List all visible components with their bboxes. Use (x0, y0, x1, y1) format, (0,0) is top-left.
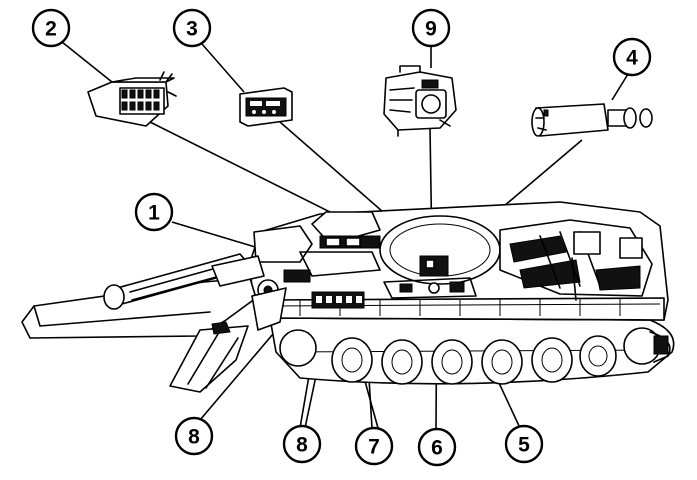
callout-6: 6 (417, 427, 457, 467)
road-wheels (279, 327, 661, 385)
callout-6-label: 6 (431, 437, 443, 460)
front-component-cluster (253, 225, 381, 309)
center-component-cluster (383, 255, 477, 299)
callout-5: 5 (504, 424, 544, 464)
callout-3-label: 3 (186, 18, 198, 41)
callout-1-label: 1 (148, 202, 160, 225)
callout-3: 3 (172, 8, 245, 93)
front-boom-assembly (21, 253, 287, 393)
component-4-cylinder-unit (531, 103, 653, 137)
callout-8a: 8 (174, 416, 214, 456)
callout-8a-label: 8 (188, 426, 200, 449)
callout-bubbles: 1 2 3 4 9 8 8 7 6 5 (31, 8, 652, 467)
callout-1: 1 (134, 192, 174, 232)
hull (249, 201, 669, 321)
component-3-control-box (239, 87, 293, 127)
callout-8b: 8 (282, 424, 322, 464)
component-2-terminal-block (87, 71, 177, 127)
callout-9-label: 9 (425, 18, 437, 41)
callout-8b-label: 8 (296, 434, 308, 457)
callout-9: 9 (411, 8, 451, 68)
engine-grille (499, 219, 653, 301)
callout-4: 4 (611, 37, 652, 101)
callout-5-label: 5 (518, 434, 530, 457)
component-9-motor-assembly (383, 65, 457, 137)
track-assembly (269, 317, 675, 385)
callout-7: 7 (354, 426, 394, 466)
armored-vehicle-body (21, 201, 675, 393)
callout-7-label: 7 (368, 436, 380, 459)
callout-2: 2 (31, 8, 113, 83)
callout-2-label: 2 (45, 18, 57, 41)
callout-4-label: 4 (626, 47, 638, 70)
